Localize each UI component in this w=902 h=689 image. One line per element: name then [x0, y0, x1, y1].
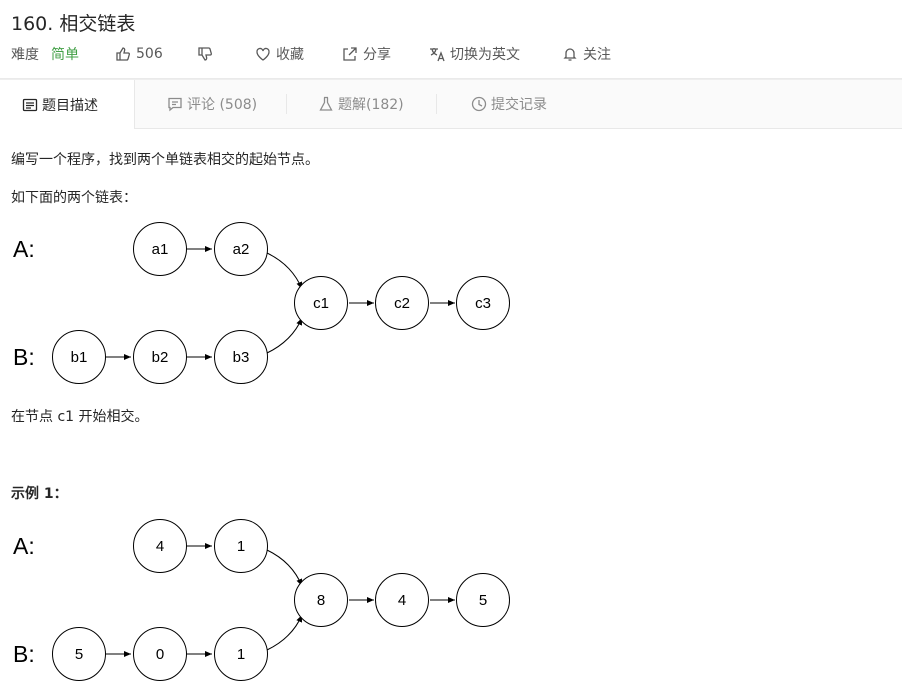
svg-text:c1: c1 [313, 295, 329, 312]
share-icon [343, 47, 357, 61]
svg-text:4: 4 [156, 538, 164, 555]
svg-text:b3: b3 [233, 349, 250, 366]
svg-text:1: 1 [237, 538, 245, 555]
svg-text:4: 4 [398, 592, 406, 609]
flask-icon [319, 96, 333, 111]
tab-submissions-label: 提交记录 [491, 97, 547, 113]
difficulty-value: 简单 [51, 47, 79, 63]
svg-text:0: 0 [156, 646, 164, 663]
example-title: 示例 1： [11, 486, 68, 502]
intersect-text: 在节点 c1 开始相交。 [11, 409, 149, 425]
tab-description-label: 题目描述 [42, 97, 98, 114]
tab-solutions[interactable]: 题解(182) [318, 80, 404, 128]
tab-comments-label: 评论 (508) [187, 97, 258, 113]
list-node: 0 [133, 627, 187, 681]
list-node: c3 [456, 276, 510, 330]
like-count: 506 [136, 46, 163, 62]
tab-divider [436, 94, 437, 114]
problem-description: 编写一个程序，找到两个单链表相交的起始节点。 如下面的两个链表： A: B: a… [0, 129, 902, 689]
list-node: c1 [294, 276, 348, 330]
translate-label: 切换为英文 [450, 47, 520, 63]
tab-description[interactable]: 题目描述 [0, 80, 135, 129]
list-node: a2 [214, 222, 268, 276]
list-b-label: B: [13, 641, 35, 667]
description-icon [22, 98, 38, 111]
translate-icon [430, 48, 445, 62]
list-a-label: A: [13, 236, 35, 262]
arrow [266, 614, 303, 651]
list-a-label: A: [13, 533, 35, 559]
svg-text:5: 5 [479, 592, 487, 609]
list-node: 4 [133, 519, 187, 573]
follow-label: 关注 [583, 47, 611, 63]
tab-solutions-label: 题解(182) [338, 97, 404, 113]
list-node: 4 [375, 573, 429, 627]
bell-icon [563, 48, 577, 61]
follow-button[interactable]: 关注 [562, 44, 611, 64]
difficulty: 难度 简单 [11, 44, 79, 64]
share-label: 分享 [363, 47, 391, 63]
svg-text:8: 8 [317, 592, 325, 609]
arrow [266, 549, 303, 587]
arrow [266, 252, 303, 290]
svg-text:a1: a1 [152, 241, 169, 258]
svg-text:b2: b2 [152, 349, 169, 366]
thumbs-up-icon [116, 47, 130, 61]
tab-bar: 题目描述 评论 (508) 题解(182) 提交记录 [0, 80, 902, 129]
problem-header: 160. 相交链表 难度 简单 506 收藏 分享 切换为英文 关注 [0, 0, 902, 79]
favorite-button[interactable]: 收藏 [255, 44, 304, 64]
example-diagram: A: B: 4 1 5 0 1 8 4 5 [13, 519, 510, 681]
heart-icon [256, 47, 270, 61]
list-node: 1 [214, 519, 268, 573]
list-node: b1 [52, 330, 106, 384]
list-node: 8 [294, 573, 348, 627]
list-node: b2 [133, 330, 187, 384]
list-node: 5 [52, 627, 106, 681]
tab-divider [286, 94, 287, 114]
list-node: a1 [133, 222, 187, 276]
list-node: 1 [214, 627, 268, 681]
list-node: c2 [375, 276, 429, 330]
share-button[interactable]: 分享 [342, 44, 391, 64]
list-node: b3 [214, 330, 268, 384]
svg-text:5: 5 [75, 646, 83, 663]
intersection-diagram: A: B: a1 a2 b1 b2 b3 c1 c2 c3 [13, 222, 510, 384]
arrow [266, 317, 303, 354]
comment-icon [168, 97, 182, 112]
svg-text:c2: c2 [394, 295, 410, 312]
clock-icon [471, 96, 487, 112]
like-button[interactable]: 506 [115, 44, 163, 64]
list-node: 5 [456, 573, 510, 627]
difficulty-label: 难度 [11, 47, 39, 63]
svg-text:a2: a2 [233, 241, 250, 258]
dislike-button[interactable] [197, 44, 218, 64]
problem-title: 160. 相交链表 [11, 13, 136, 35]
tab-comments[interactable]: 评论 (508) [167, 80, 257, 128]
thumbs-down-icon [198, 47, 212, 61]
tab-submissions[interactable]: 提交记录 [471, 80, 547, 128]
intro-text: 编写一个程序，找到两个单链表相交的起始节点。 [11, 152, 319, 168]
list-intro-text: 如下面的两个链表： [11, 190, 137, 206]
svg-text:1: 1 [237, 646, 245, 663]
favorite-label: 收藏 [276, 47, 304, 63]
svg-text:c3: c3 [475, 295, 491, 312]
svg-text:b1: b1 [71, 349, 88, 366]
translate-button[interactable]: 切换为英文 [429, 44, 520, 64]
list-b-label: B: [13, 344, 35, 370]
